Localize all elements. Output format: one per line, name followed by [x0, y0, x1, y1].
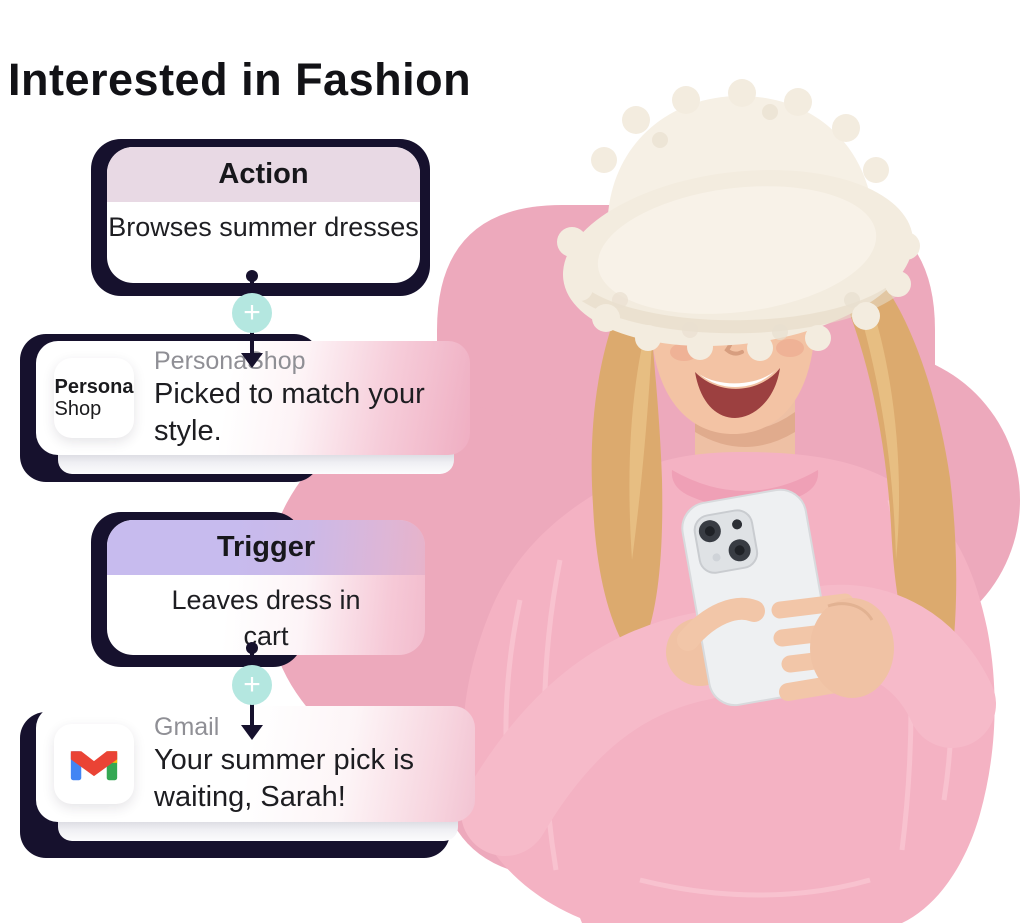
gmail-notification-text: Gmail Your summer pick is waiting, Sarah… [154, 712, 457, 816]
plus-icon: + [232, 293, 272, 333]
personashop-notification-text: PersonaShop Picked to match your style. [154, 346, 452, 450]
personashop-logo-text: Persona Shop [55, 376, 134, 420]
phone-camera-module [693, 509, 759, 574]
left-sleeve [461, 612, 746, 856]
gmail-app-name: Gmail [154, 713, 220, 741]
phone [681, 488, 834, 707]
personashop-message: Picked to match your style. [154, 378, 425, 447]
arrow-down-icon [241, 725, 263, 740]
gmail-logo [54, 724, 134, 804]
action-card-body: Browses summer dresses [107, 202, 420, 245]
hat-fluff [557, 79, 920, 361]
hands [677, 593, 858, 701]
personashop-card-stack-edge [58, 453, 454, 474]
arrow-down-icon [241, 353, 263, 368]
page-title: Interested in Fashion [8, 54, 472, 105]
personashop-card: Persona Shop PersonaShop Picked to match… [36, 341, 470, 455]
hair [591, 280, 957, 706]
personashop-app-name: PersonaShop [154, 347, 306, 375]
woman-illustration [461, 79, 996, 923]
action-card-header: Action [107, 147, 420, 202]
right-sleeve [778, 584, 996, 748]
bucket-hat [557, 79, 920, 361]
gmail-card-stack-edge [58, 820, 458, 841]
personashop-logo: Persona Shop [54, 358, 134, 438]
personashop-logo-line1: Persona [54, 376, 134, 398]
connector-action-to-personashop: + [232, 270, 272, 368]
gmail-message: Your summer pick is waiting, Sarah! [154, 744, 415, 813]
plus-icon: + [232, 665, 272, 705]
trigger-card-header: Trigger [107, 520, 425, 575]
gmail-logo-icon [70, 751, 118, 781]
trigger-card: Trigger Leaves dress in cart [107, 520, 425, 655]
face [651, 212, 815, 434]
connector-trigger-to-gmail: + [232, 642, 272, 740]
action-card-text: Browses summer dresses [108, 212, 419, 242]
action-card: Action Browses summer dresses [107, 147, 420, 283]
personashop-logo-line2: Shop [54, 398, 102, 420]
